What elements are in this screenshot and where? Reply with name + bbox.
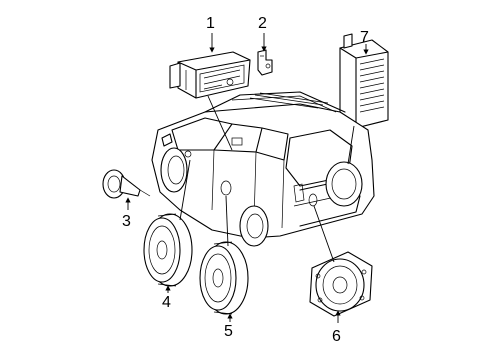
callout-6: 6: [332, 328, 341, 345]
callout-4: 4: [162, 294, 171, 311]
rear-door-speaker: [199, 241, 249, 315]
callout-5: 5: [224, 323, 233, 340]
leader-lines: [125, 33, 369, 323]
callout-3: 3: [122, 213, 131, 230]
radio-head-unit: [169, 51, 251, 99]
callout-7: 7: [360, 29, 369, 46]
tweeter-speaker: [102, 169, 151, 199]
callout-1: 1: [206, 15, 215, 32]
rear-quarter-speaker: [309, 251, 373, 317]
callout-2: 2: [258, 15, 267, 32]
vehicle-body: [151, 91, 375, 247]
front-door-speaker: [143, 213, 193, 287]
amplifier: [339, 33, 389, 129]
bracket: [257, 49, 273, 76]
